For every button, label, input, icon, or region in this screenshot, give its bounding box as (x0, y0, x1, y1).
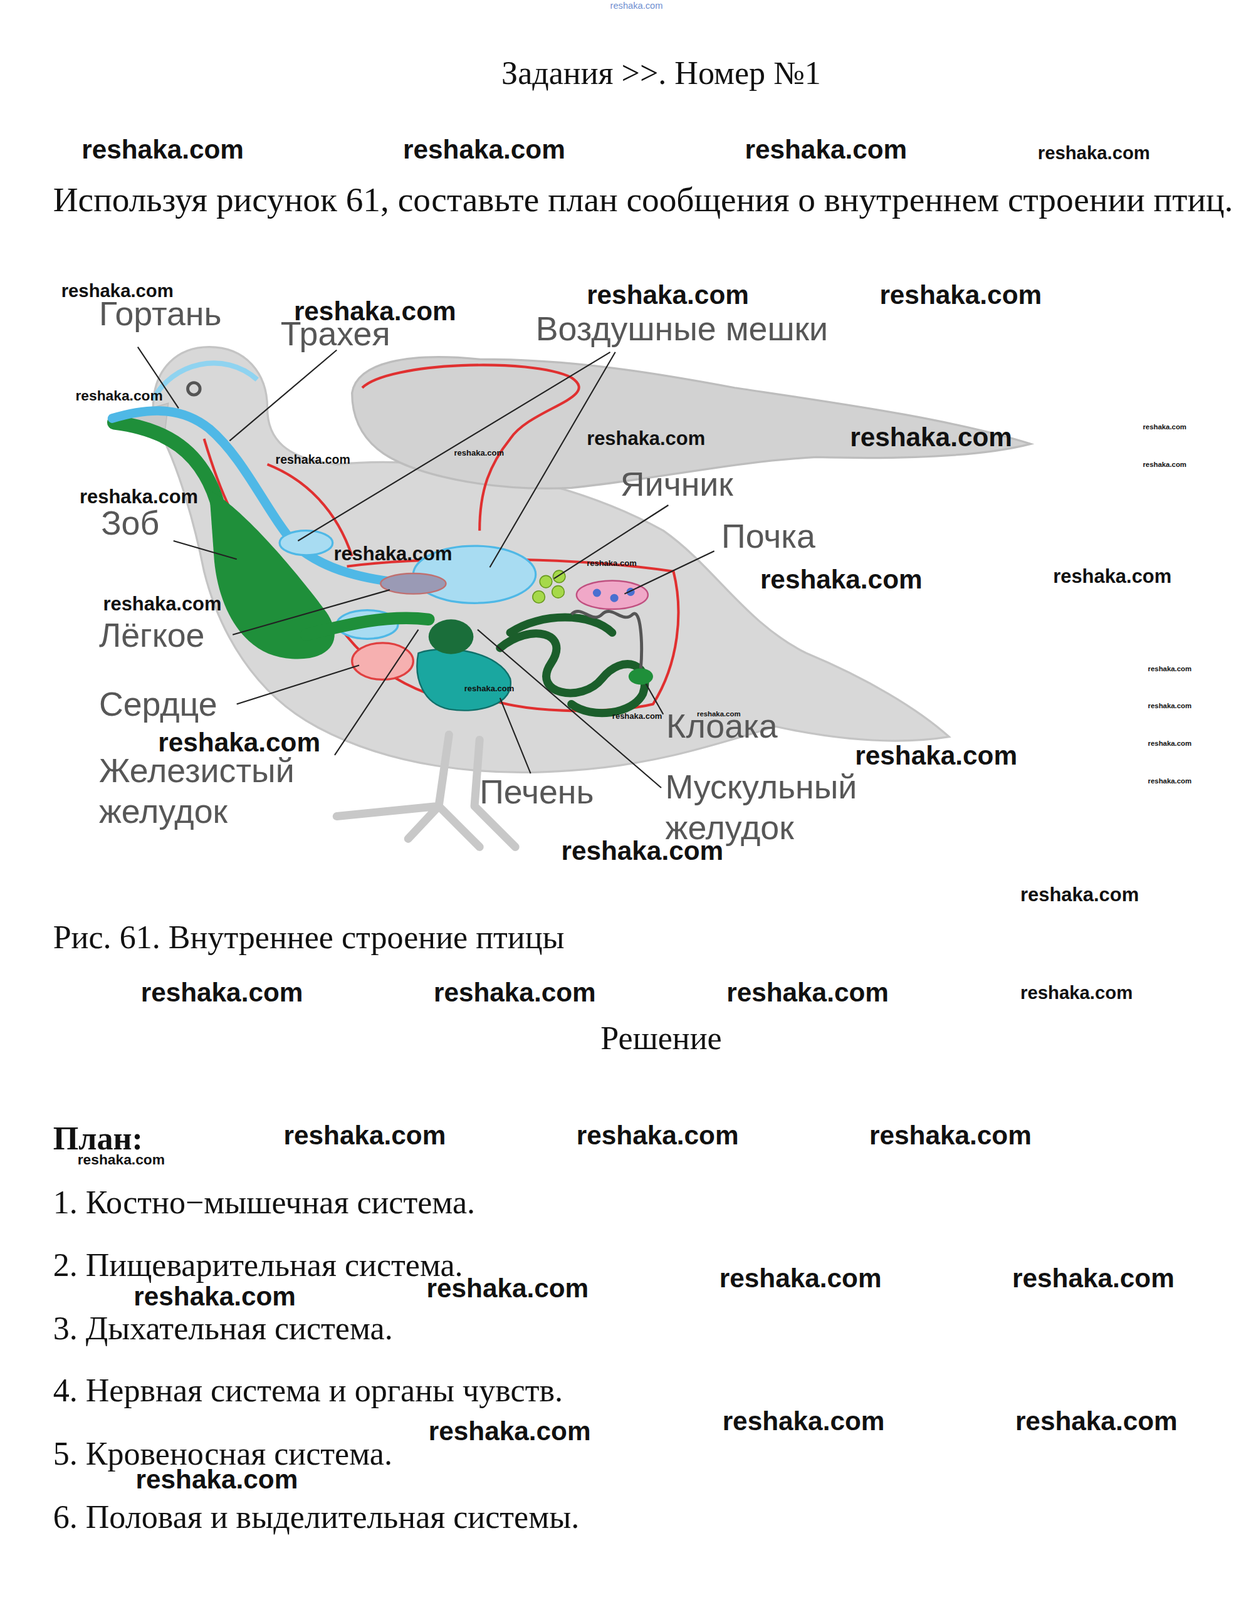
leader-line (477, 629, 662, 788)
liver (416, 649, 511, 711)
cloaca (628, 668, 654, 685)
part-label: Клоака (666, 705, 778, 746)
watermark: reshaka.com (726, 977, 889, 1010)
watermark: reshaka.com (744, 134, 907, 167)
leader-line (500, 698, 531, 774)
watermark: reshaka.com (586, 278, 749, 311)
leader-line (334, 629, 419, 756)
watermark: reshaka.com (1142, 461, 1187, 471)
ureter (571, 611, 642, 669)
watermark: reshaka.com (1015, 1405, 1178, 1438)
part-label: Трахея (280, 313, 391, 354)
kidney (576, 580, 649, 610)
ovary (532, 591, 546, 604)
leader-line (173, 540, 237, 560)
watermark: reshaka.com (576, 1120, 739, 1152)
watermark: reshaka.com (428, 1415, 592, 1448)
watermark: reshaka.com (1148, 701, 1193, 711)
watermark: reshaka.com (1020, 883, 1139, 907)
watermark: reshaka.com (1148, 739, 1193, 749)
plan-item: 3. Дыхательная система. (53, 1308, 393, 1349)
watermark: reshaka.com (722, 1405, 885, 1438)
watermark: reshaka.com (869, 1120, 1032, 1152)
leader-line (489, 352, 615, 568)
lung (380, 573, 446, 595)
part-label: Гортань (99, 293, 222, 334)
figure-caption: Рис. 61. Внутреннее строение птицы (53, 918, 565, 958)
watermark: reshaka.com (81, 134, 244, 167)
watermark: reshaka.com (1148, 777, 1193, 786)
heart (352, 643, 414, 681)
plan-item: 6. Половая и выделительная системы. (53, 1497, 580, 1538)
watermark: reshaka.com (586, 427, 706, 451)
watermark: reshaka.com (560, 834, 724, 867)
kidney-dot (592, 588, 602, 597)
leader-line (624, 550, 714, 594)
gizzard (428, 619, 474, 654)
watermark: reshaka.com (1142, 423, 1187, 432)
watermark: reshaka.com (403, 134, 566, 167)
part-label: Лёгкое (99, 614, 205, 655)
watermark: reshaka.com (879, 278, 1042, 311)
intestine (500, 617, 645, 714)
part-label: Воздушные мешки (535, 308, 828, 349)
part-label: Печень (479, 771, 594, 812)
watermark: reshaka.com (141, 977, 304, 1010)
part-label: Почка (721, 515, 816, 556)
section-heading: Решение (600, 1019, 722, 1059)
proventriculus (305, 617, 429, 635)
organs (112, 362, 679, 713)
watermark: reshaka.com (612, 711, 663, 722)
leader-line (236, 665, 360, 705)
part-label: Яичник (620, 463, 734, 504)
watermark: reshaka.com (136, 1463, 299, 1496)
watermark: reshaka.com (610, 0, 664, 12)
watermark: reshaka.com (1037, 142, 1151, 165)
watermark: reshaka.com (719, 1262, 882, 1295)
watermark: reshaka.com (426, 1272, 590, 1305)
watermark: reshaka.com (275, 453, 351, 468)
watermark: reshaka.com (586, 558, 637, 569)
part-label: Сердце (99, 683, 218, 724)
watermark: reshaka.com (75, 387, 163, 405)
leader-lines (137, 347, 715, 788)
watermark: reshaka.com (1012, 1262, 1175, 1295)
leader-line (646, 683, 664, 715)
watermark: reshaka.com (333, 542, 452, 566)
leader-line (232, 589, 390, 635)
watermark: reshaka.com (77, 1151, 165, 1169)
leader-line (229, 350, 337, 442)
ovary (552, 586, 565, 599)
watermark: reshaka.com (283, 1120, 447, 1152)
leader-line (297, 352, 610, 541)
part-label: Мускульный желудок (664, 766, 906, 848)
watermark: reshaka.com (1052, 564, 1172, 588)
air-sac (279, 530, 333, 556)
kidney-dot (610, 594, 619, 603)
watermark: reshaka.com (854, 740, 1018, 773)
part-label: Зоб (100, 502, 160, 543)
watermark: reshaka.com (464, 683, 515, 694)
bird-eye (188, 382, 201, 396)
watermark: reshaka.com (433, 977, 597, 1010)
ovary (539, 575, 553, 588)
plan-item: 2. Пищеварительная система. (53, 1245, 464, 1286)
plan-item: 4. Нервная система и органы чувств. (53, 1371, 563, 1411)
watermark: reshaka.com (453, 448, 504, 459)
watermark: reshaka.com (1148, 664, 1193, 674)
watermark: reshaka.com (133, 1281, 296, 1314)
part-label: Железистый желудок (99, 750, 345, 832)
watermark: reshaka.com (1020, 982, 1133, 1005)
page-title: Задания >>. Номер №1 (501, 53, 822, 94)
task-text: Используя рисунок 61, составьте план соо… (53, 167, 1243, 233)
watermark: reshaka.com (102, 592, 222, 616)
watermark: reshaka.com (760, 563, 923, 596)
plan-item: 1. Костно−мышечная система. (53, 1183, 476, 1223)
blood-vessels (204, 364, 679, 711)
leader-line (554, 505, 669, 579)
watermark: reshaka.com (849, 421, 1013, 454)
